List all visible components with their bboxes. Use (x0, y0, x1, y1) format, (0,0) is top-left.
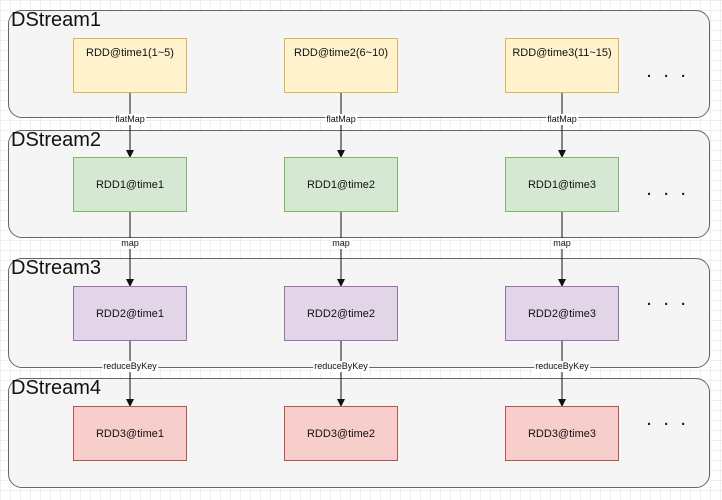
dstream1-title: DStream1 (11, 9, 102, 31)
map-label-2: map (331, 238, 351, 249)
dstream1-rdd-time1: RDD@time1(1~5) (73, 38, 187, 93)
flatmap-label-2: flatMap (325, 114, 357, 125)
dstream4-title: DStream4 (11, 377, 102, 399)
reducebykey-label-2: reduceByKey (313, 361, 369, 372)
dstream2-rdd1-time3: RDD1@time3 (505, 157, 619, 212)
dstream3-title: DStream3 (11, 257, 102, 279)
dstream2-ellipsis: . . . (646, 178, 689, 200)
reducebykey-label-1: reduceByKey (102, 361, 158, 372)
map-label-1: map (120, 238, 140, 249)
dstream2-title: DStream2 (11, 129, 102, 151)
dstream4-rdd3-time2: RDD3@time2 (284, 406, 398, 461)
dstream3-rdd2-time1: RDD2@time1 (73, 286, 187, 341)
dstream2-rdd1-time2: RDD1@time2 (284, 157, 398, 212)
dstream3-rdd2-time3: RDD2@time3 (505, 286, 619, 341)
dstream1-ellipsis: . . . (646, 60, 689, 82)
dstream4-ellipsis: . . . (646, 408, 689, 430)
reducebykey-label-3: reduceByKey (534, 361, 590, 372)
dstream4-rdd3-time1: RDD3@time1 (73, 406, 187, 461)
dstream3-rdd2-time2: RDD2@time2 (284, 286, 398, 341)
map-label-3: map (552, 238, 572, 249)
dstream3-ellipsis: . . . (646, 288, 689, 310)
dstream1-rdd-time2: RDD@time2(6~10) (284, 38, 398, 93)
flatmap-label-3: flatMap (546, 114, 578, 125)
dstream2-rdd1-time1: RDD1@time1 (73, 157, 187, 212)
dstream1-rdd-time3: RDD@time3(11~15) (505, 38, 619, 93)
flatmap-label-1: flatMap (114, 114, 146, 125)
dstream4-rdd3-time3: RDD3@time3 (505, 406, 619, 461)
